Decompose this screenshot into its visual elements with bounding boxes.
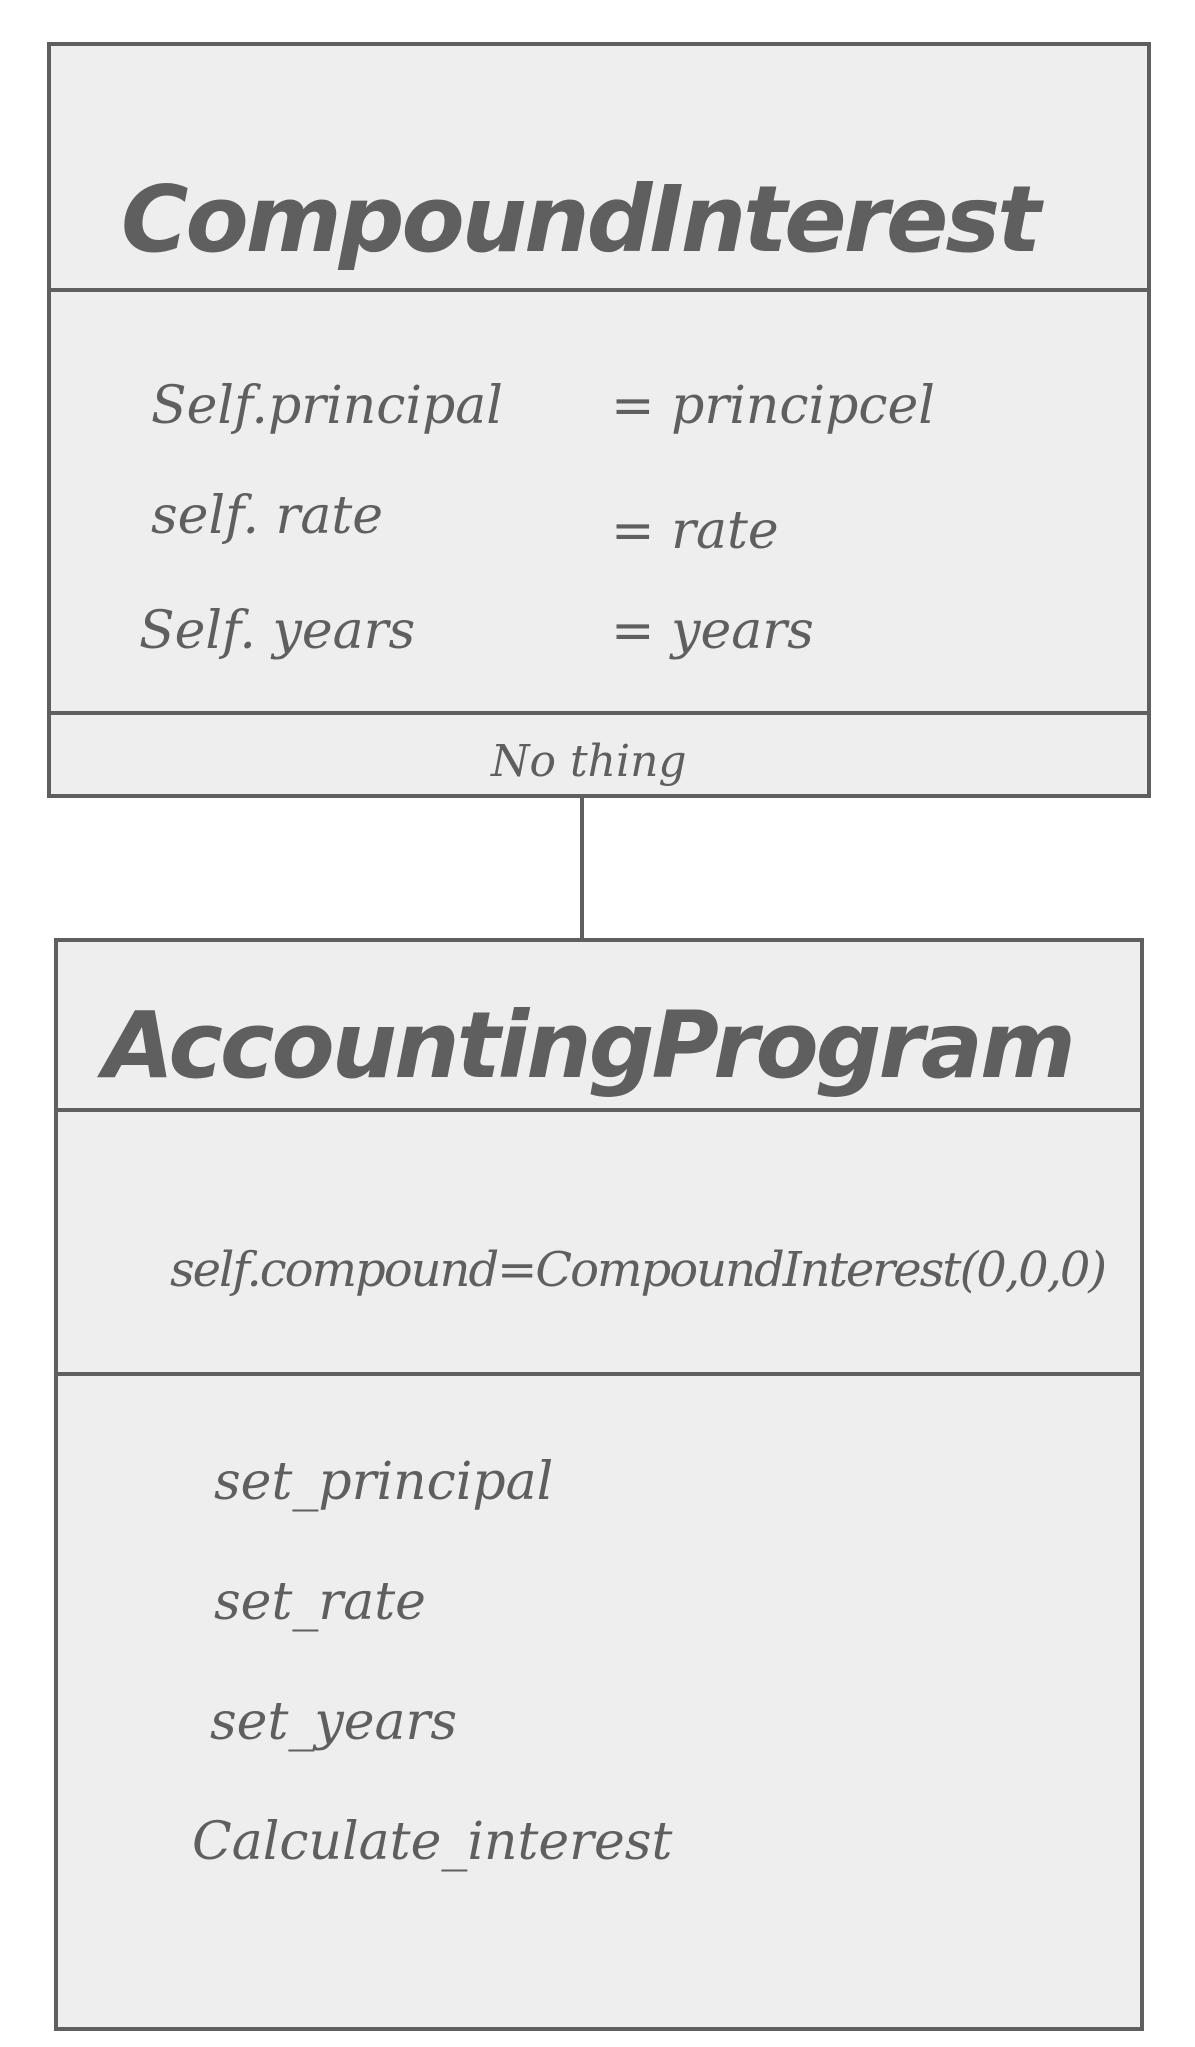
class-name: CompoundInterest — [121, 166, 1041, 273]
title-divider — [58, 1108, 1140, 1112]
association-line — [580, 798, 584, 938]
attribute-left: Self.principal — [151, 376, 503, 436]
attributes-divider — [51, 711, 1147, 715]
title-divider — [51, 288, 1147, 292]
attributes-divider — [58, 1372, 1140, 1376]
class-box-accounting-program: AccountingProgram self.compound=Compound… — [54, 938, 1144, 2031]
method-item: set_principal — [214, 1452, 554, 1512]
method-item: Calculate_interest — [192, 1812, 673, 1872]
attribute-right: = years — [611, 601, 814, 661]
attribute-right: = rate — [611, 501, 779, 561]
attribute-left: self. rate — [151, 486, 384, 546]
class-box-compound-interest: CompoundInterest Self.principal = princi… — [47, 42, 1151, 798]
method-item: No thing — [491, 736, 687, 787]
attribute-left: Self. years — [139, 601, 416, 661]
method-item: set_years — [210, 1692, 458, 1752]
method-item: set_rate — [214, 1572, 426, 1632]
attribute-right: = principcel — [611, 376, 935, 436]
class-name: AccountingProgram — [103, 992, 1076, 1099]
attribute-item: self.compound=CompoundInterest(0,0,0) — [170, 1242, 1107, 1298]
